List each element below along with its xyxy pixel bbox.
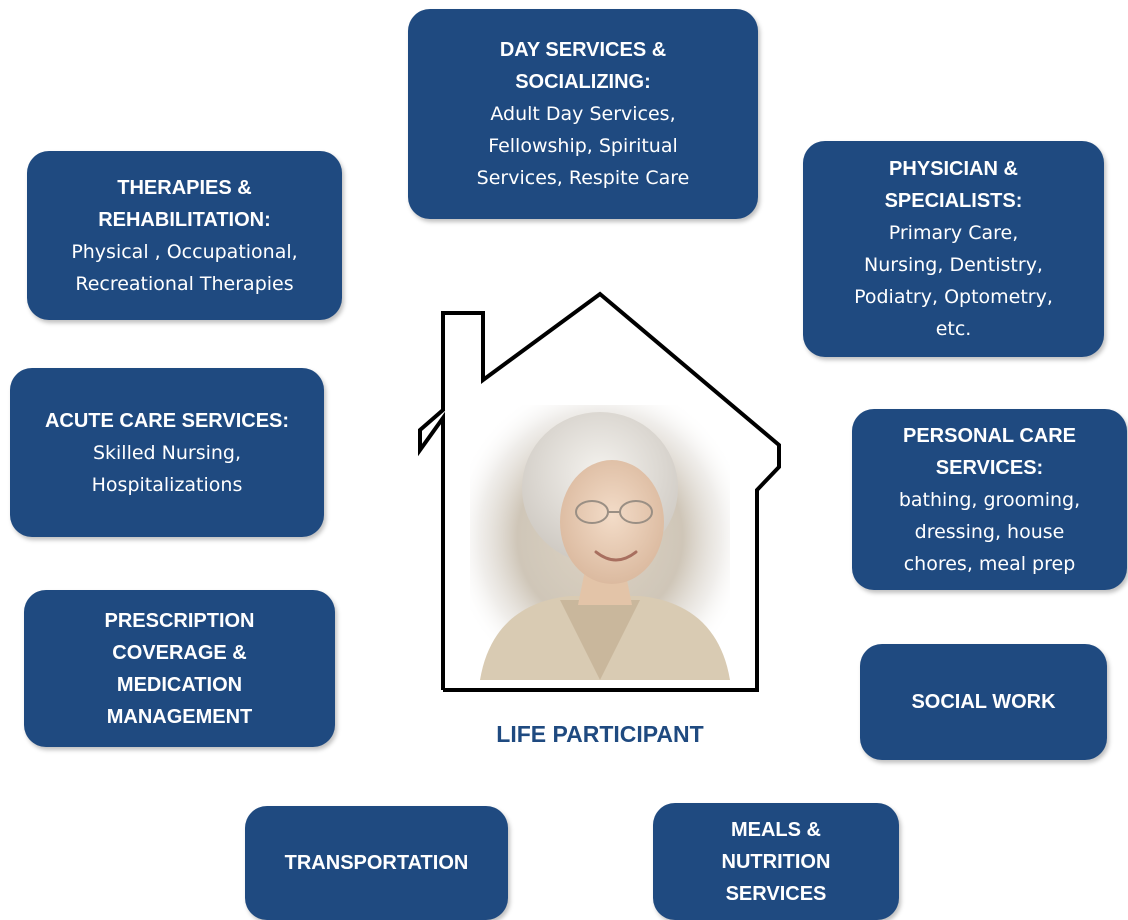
meals-title: MEALS & NUTRITION SERVICES (721, 818, 831, 905)
meals-box: MEALS & NUTRITION SERVICES (653, 803, 899, 920)
therapies-title: THERAPIES & REHABILITATION: (98, 176, 271, 231)
house-outline (418, 291, 781, 692)
transportation-box: TRANSPORTATION (245, 806, 508, 920)
house-outline-icon (418, 291, 781, 692)
day-services-body: Adult Day Services, Fellowship, Spiritua… (476, 103, 690, 189)
physician-body: Primary Care, Nursing, Dentistry, Podiat… (854, 222, 1053, 340)
physician-title: PHYSICIAN & SPECIALISTS: (884, 158, 1023, 212)
elderly-woman-photo (470, 405, 730, 680)
therapies-body: Physical , Occupational, Recreational Th… (71, 240, 298, 295)
personal-care-title: PERSONAL CARE SERVICES: (903, 424, 1076, 479)
prescription-box: PRESCRIPTION COVERAGE & MEDICATION MANAG… (24, 590, 335, 747)
day-services-box: DAY SERVICES & SOCIALIZING: Adult Day Se… (408, 9, 758, 219)
prescription-title: PRESCRIPTION COVERAGE & MEDICATION MANAG… (104, 609, 255, 728)
day-services-title: DAY SERVICES & SOCIALIZING: (499, 39, 667, 93)
acute-care-title: ACUTE CARE SERVICES: (44, 409, 290, 432)
personal-care-box: PERSONAL CARE SERVICES: bathing, groomin… (852, 409, 1127, 590)
physician-box: PHYSICIAN & SPECIALISTS: Primary Care, N… (803, 141, 1104, 357)
therapies-box: THERAPIES & REHABILITATION: Physical , O… (27, 151, 342, 320)
social-work-title: SOCIAL WORK (911, 691, 1056, 713)
acute-care-box: ACUTE CARE SERVICES: Skilled Nursing, Ho… (10, 368, 324, 537)
social-work-box: SOCIAL WORK (860, 644, 1107, 760)
acute-care-body: Skilled Nursing, Hospitalizations (91, 441, 243, 496)
participant-label: LIFE PARTICIPANT (496, 721, 704, 747)
personal-care-body: bathing, grooming, dressing, house chore… (898, 488, 1081, 575)
transportation-title: TRANSPORTATION (284, 852, 469, 874)
